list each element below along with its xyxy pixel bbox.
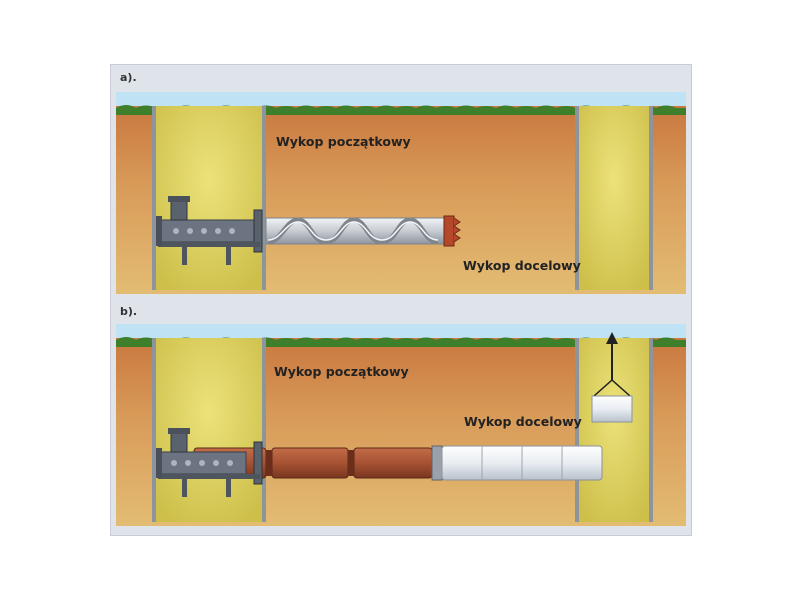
frame-bolt <box>187 228 193 234</box>
thrust-plate <box>253 441 263 485</box>
target-pit-label: Wykop docelowy <box>464 414 582 429</box>
lift-arrow-icon <box>606 332 618 344</box>
target-pit <box>579 106 649 290</box>
thrust-plate <box>253 209 263 253</box>
cutting-teeth <box>453 217 461 243</box>
steel-collar <box>431 445 443 481</box>
machine-motor <box>170 431 188 453</box>
target-pit-right-wall <box>649 106 653 290</box>
machine-end <box>156 448 162 478</box>
frame-bolt <box>173 228 179 234</box>
motor-cap <box>168 428 190 434</box>
support-leg <box>226 479 231 497</box>
support-leg <box>226 247 231 265</box>
rail-left <box>158 242 260 247</box>
start-pit-right-wall <box>262 338 266 522</box>
frame-bolt <box>199 460 205 466</box>
support-leg <box>182 479 187 497</box>
auger-flight <box>267 217 439 245</box>
frame-bolt <box>215 228 221 234</box>
pipe-joint <box>266 450 272 476</box>
sky <box>116 92 686 106</box>
pipe-joint <box>348 450 354 476</box>
target-pit-left-wall <box>575 338 579 522</box>
frame-bolt <box>201 228 207 234</box>
target-pit-label: Wykop docelowy <box>463 258 581 273</box>
target-pit-right-wall <box>649 338 653 522</box>
support-leg <box>182 247 187 265</box>
sky <box>116 324 686 338</box>
concrete-pipe-segment <box>271 447 349 479</box>
motor-cap <box>168 196 190 202</box>
panel-b-label: b). <box>120 305 138 318</box>
start-pit-label: Wykop początkowy <box>276 134 411 149</box>
machine-motor <box>170 199 188 221</box>
lift-sling <box>593 379 631 397</box>
panel-b-diagram: Wykop początkowy Wykop docelowy <box>116 324 686 526</box>
start-pit-left-wall <box>152 106 156 290</box>
auger-flight-highlight <box>267 221 439 241</box>
target-pit-left-wall <box>575 106 579 290</box>
lifted-pipe-section <box>591 395 633 423</box>
frame-bolt <box>185 460 191 466</box>
frame-bolt <box>171 460 177 466</box>
rail-left <box>158 474 260 479</box>
start-pit-label: Wykop początkowy <box>274 364 409 379</box>
target-pit <box>579 338 649 522</box>
panel-a-diagram: Wykop początkowy Wykop docelowy <box>116 92 686 294</box>
panel-a-label: a). <box>120 71 137 84</box>
frame-bolt <box>227 460 233 466</box>
start-pit-left-wall <box>152 338 156 522</box>
cutting-head <box>443 215 455 247</box>
machine-end <box>156 216 162 246</box>
frame-bolt <box>213 460 219 466</box>
concrete-pipe-segment <box>353 447 433 479</box>
frame-bolt <box>229 228 235 234</box>
start-pit-right-wall <box>262 106 266 290</box>
